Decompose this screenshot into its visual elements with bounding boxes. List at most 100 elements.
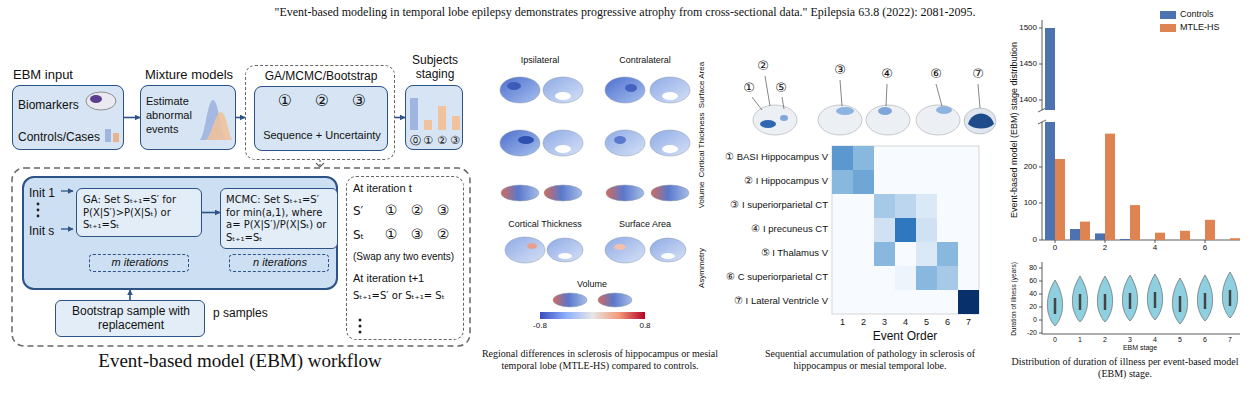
brain-map [650, 238, 686, 262]
colorbar-tick: -0.8 [533, 321, 547, 331]
brain-map [606, 185, 644, 201]
brain-map [544, 185, 582, 201]
panel-caption: Distribution of duration of illness per … [1005, 356, 1245, 380]
node-text: n iterations [253, 256, 307, 269]
order-matrix [916, 266, 937, 290]
brain-map [500, 77, 690, 307]
box-fill [254, 86, 388, 151]
row-label: ② I Hippocampus V [744, 175, 828, 186]
brain-map [662, 145, 678, 153]
leader-line [752, 76, 980, 110]
brain-map [500, 130, 540, 156]
process-box: MCMC: Set Sₜ₊₁=S′ for min(a,1), where a=… [220, 188, 338, 249]
box-fill [12, 85, 124, 150]
init-marks [61, 228, 73, 229]
row-label: ⑥ C superiorparietal CT [726, 271, 828, 282]
init-marks [37, 215, 40, 218]
input-icons [105, 129, 111, 142]
brain-map [500, 77, 540, 103]
panel-caption: Event-based model (EBM) workflow [98, 350, 381, 373]
violin-plot [1147, 274, 1162, 320]
brain-map [605, 77, 645, 103]
tick-label: 4 [1153, 243, 1157, 253]
brain-map [605, 237, 645, 263]
row-header: Cortical Thickness [697, 112, 707, 177]
stage-bars [1045, 28, 1055, 110]
input-icons [90, 95, 102, 103]
order-matrix [853, 146, 874, 170]
panel-caption: Sequential accumulation of pathology in … [745, 348, 995, 372]
stage-bars [1045, 122, 1055, 240]
mixture-curves [205, 112, 233, 140]
node-text: GA/MCMC/Bootstrap [265, 69, 378, 83]
dashed-link [316, 163, 324, 167]
violin-box [1104, 294, 1107, 310]
staging-bars [410, 98, 460, 130]
continuation-dots [359, 319, 362, 322]
order-matrix [958, 290, 979, 314]
arrow-connector [236, 117, 245, 119]
node-text: EBM input [13, 67, 73, 83]
stage-bars [1130, 205, 1140, 240]
node-text: Init s [29, 224, 54, 238]
violin-axes [1039, 320, 1042, 321]
brain-map [614, 244, 626, 250]
init-marks [37, 203, 40, 206]
stage-bars [1080, 222, 1090, 240]
order-matrix [874, 218, 895, 242]
colorbar-tick: 0.8 [639, 321, 650, 331]
node-text: Sequence + Uncertainty [263, 129, 381, 142]
brain-map [662, 92, 678, 100]
legend-swatch [1160, 11, 1176, 19]
order-matrix [937, 242, 958, 266]
brain-map [650, 77, 690, 103]
tick-label: -20 [1027, 329, 1037, 337]
node-text: ① [385, 202, 398, 219]
leader-line [782, 97, 784, 109]
tick-label: 2 [861, 317, 866, 328]
dashed-link [316, 160, 324, 167]
stage-bars [1105, 134, 1115, 240]
order-matrix [832, 146, 979, 314]
stage-bars [1095, 233, 1105, 240]
tick-label: 1 [1078, 336, 1082, 344]
row-label: ⑦ I Lateral Ventricle V [734, 295, 828, 306]
leader-line [752, 97, 762, 110]
callout-number: ⑥ [930, 66, 942, 82]
staging-bars [438, 106, 446, 130]
violin-axes [1039, 307, 1042, 308]
node-text: ① [278, 91, 292, 110]
tick-label: 0 [1053, 243, 1057, 253]
arrow-connector [124, 117, 140, 119]
tick-label: 1500 [1019, 23, 1037, 33]
axis-title: Event Order [873, 329, 938, 343]
annotation: p samples [213, 306, 268, 320]
axis-title: Event-based model (EBM) stage distributi… [1009, 42, 1020, 218]
input-icons [86, 92, 116, 110]
stage-bars [1055, 159, 1065, 240]
tick-label: 3 [882, 317, 887, 328]
column-header: Volume [577, 279, 607, 290]
legend-text: Controls [1180, 9, 1214, 20]
violin-axes [1039, 294, 1042, 295]
bar-chart-axes [1038, 20, 1240, 243]
order-matrix [832, 170, 853, 194]
colorbar [540, 312, 645, 319]
bar-chart-axes [1205, 240, 1206, 243]
callout-number: ⑤ [775, 80, 787, 96]
node-text: ② [437, 134, 447, 147]
bar-chart-axes [1039, 203, 1042, 204]
brain-sequence [780, 115, 788, 121]
bar-chart-axes [1038, 120, 1046, 124]
legend-text: MTLE-HS [1180, 22, 1220, 33]
brain-map [543, 130, 583, 156]
brain-map [553, 293, 587, 307]
column-header: Cortical Thickness [508, 219, 581, 230]
leader-line [886, 84, 887, 106]
node-text: GA: Set Sₜ₊₁=S′ for P(X|S′)>P(X|Sₜ) or S… [83, 194, 197, 232]
box-fill [12, 85, 463, 290]
order-matrix [916, 194, 937, 218]
init-marks [37, 209, 40, 212]
bar-chart-axes [1039, 167, 1042, 168]
node-text: ③ [411, 226, 424, 243]
